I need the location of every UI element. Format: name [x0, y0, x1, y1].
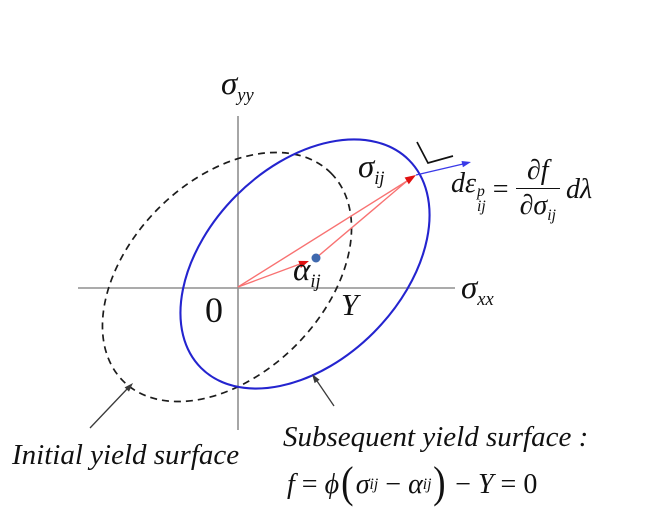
fraction-numerator: ∂f	[519, 157, 557, 188]
partial-symbol: ∂	[519, 190, 534, 221]
subsequent-yield-surface-ellipse	[179, 138, 431, 390]
ij-subscript: ij	[547, 206, 556, 224]
backstress-vector-line	[237, 263, 301, 288]
ij-subscript: ij	[369, 476, 379, 494]
ij-subscript: ij	[477, 198, 486, 216]
x-axis-label: σxx	[461, 272, 494, 309]
sigma-symbol: σ	[355, 469, 370, 500]
minus-sign: −	[455, 469, 471, 500]
Y-symbol: Y	[477, 469, 494, 500]
partial-symbol: ∂	[526, 155, 541, 186]
right-paren: )	[433, 458, 447, 507]
initial-caption-arrowhead	[124, 383, 133, 392]
backstress-point-dot	[311, 253, 321, 263]
d-symbol: d	[451, 167, 465, 199]
xx-subscript: xx	[477, 289, 494, 310]
sigma-symbol: σ	[533, 190, 548, 221]
stress-vector-line	[237, 180, 408, 288]
yy-subscript: yy	[237, 85, 254, 106]
subsequent-yield-surface-caption: Subsequent yield surface :	[283, 421, 589, 453]
f-symbol: f	[540, 155, 549, 186]
normal-direction-arrowhead	[461, 161, 471, 168]
y-axis-label: σyy	[221, 68, 254, 105]
normality-angle-mark	[416, 141, 454, 165]
initial-yield-surface-caption: Initial yield surface	[12, 439, 240, 471]
normal-direction-arrow-line	[415, 163, 464, 176]
ij-subscript: ij	[310, 271, 321, 292]
relative-stress-vector-line	[315, 180, 408, 259]
initial-yield-surface-ellipse	[101, 151, 353, 403]
origin-label: 0	[205, 290, 223, 330]
d-symbol: d	[565, 174, 580, 206]
fraction-denominator: ∂σij	[515, 188, 560, 224]
equals-sign: =	[301, 469, 318, 500]
left-paren: (	[341, 458, 354, 507]
alpha-symbol: α	[408, 469, 423, 500]
backstress-arrowhead	[298, 260, 309, 268]
equals-sign: =	[500, 469, 517, 500]
epsilon-symbol: ε	[465, 167, 477, 199]
phi-symbol: ϕ	[324, 469, 340, 500]
stress-point-label: σij	[358, 151, 385, 188]
partial-derivative-fraction: ∂f ∂σij	[515, 157, 560, 224]
yield-radius-label: Y	[341, 287, 359, 322]
minus-sign: −	[385, 469, 402, 500]
backstress-point-label: αij	[293, 254, 321, 291]
sigma-symbol: σ	[461, 270, 478, 306]
zero-symbol: 0	[523, 469, 538, 500]
initial-caption-arrow-line	[89, 387, 129, 429]
f-symbol: f	[287, 469, 295, 500]
equals-sign: =	[492, 174, 509, 206]
alpha-symbol: α	[293, 252, 311, 288]
sigma-symbol: σ	[358, 149, 375, 185]
stress-arrowhead	[404, 175, 416, 185]
ij-subscript: ij	[374, 168, 385, 189]
sigma-symbol: σ	[221, 66, 238, 102]
p-superscript: p	[477, 182, 485, 200]
subsequent-caption-arrowhead	[312, 374, 320, 384]
ij-subscript: ij	[422, 476, 432, 494]
subsequent-caption-arrow-line	[316, 380, 335, 407]
lambda-symbol: λ	[579, 174, 593, 206]
